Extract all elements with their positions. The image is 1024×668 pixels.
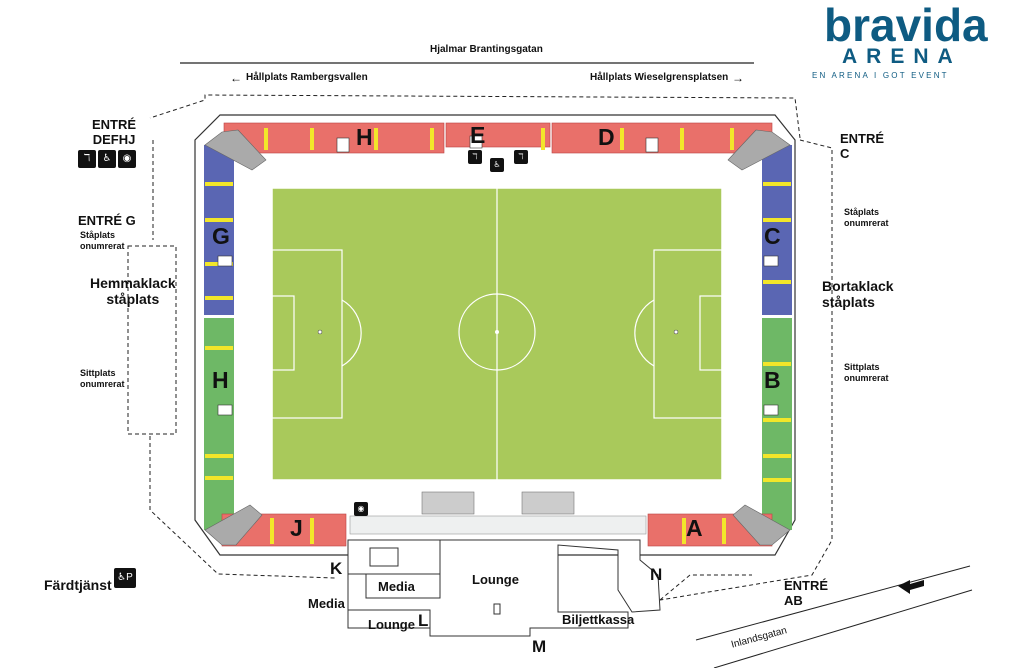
bus-stop-right: Hållplats Wieselgrensplatsen	[590, 72, 729, 83]
entrance-defhj: ENTRÉ DEFHJ	[92, 117, 136, 147]
hemmaklack-line2: ståplats	[106, 291, 160, 307]
stand-left	[204, 145, 234, 530]
road-inlandsgatan	[695, 565, 973, 668]
staplats-right-line2: onumrerat	[844, 218, 889, 228]
media-outer-label: Media	[308, 596, 345, 611]
biljettkassa-label: Biljettkassa	[562, 612, 635, 627]
pitch	[271, 187, 723, 481]
entrance-ab-line1: ENTRÉ	[784, 578, 829, 593]
staplats-right-label: Ståplats onumrerat	[844, 207, 889, 229]
staplats-left-line2: onumrerat	[80, 241, 125, 251]
bortaklack-label: Bortaklack ståplats	[822, 278, 894, 310]
logo-brand: bravida	[824, 0, 988, 51]
hemmaklack-line1: Hemmaklack	[90, 275, 176, 291]
road-arrow	[898, 580, 924, 594]
lounge-small-label: Lounge	[368, 617, 415, 632]
hemmaklack-label: Hemmaklack ståplats	[90, 275, 176, 307]
lounge-main-label: Lounge	[472, 572, 519, 587]
arrow-right-icon: →	[732, 71, 744, 85]
hearing-loop-icon: ℸ	[78, 150, 96, 168]
logo-tagline: EN ARENA I GOT EVENT	[812, 71, 949, 80]
section-b: B	[764, 367, 781, 393]
gate-m: M	[532, 637, 547, 656]
gate-l: L	[418, 611, 429, 630]
dashed-paths	[127, 94, 833, 601]
wheelchair-icon: ♿	[490, 158, 504, 172]
section-g: G	[212, 223, 230, 249]
bortaklack-line2: ståplats	[822, 294, 875, 310]
gate-n: N	[650, 565, 663, 584]
fardtjanst-label: Färdtjänst	[44, 577, 112, 593]
entrance-c-line2: C	[840, 146, 850, 161]
sittplats-right-line2: onumrerat	[844, 373, 889, 383]
hearing-loop-icon: ℸ	[514, 150, 528, 164]
section-e: E	[470, 122, 486, 148]
entrance-ab-line2: AB	[784, 593, 803, 608]
hearing-loop-icon: ℸ	[468, 150, 482, 164]
media-inner-label: Media	[378, 579, 415, 594]
staplats-left-label: Ståplats onumrerat	[80, 230, 125, 252]
bus-stop-left: Hållplats Rambergsvallen	[246, 72, 368, 83]
buildings	[347, 539, 661, 637]
street-top-label: Hjalmar Brantingsgatan	[430, 44, 543, 55]
sittplats-right-label: Sittplats onumrerat	[844, 362, 889, 384]
section-a: A	[686, 515, 703, 541]
entrance-c: ENTRÉ C	[840, 131, 884, 161]
audio-description-icon: ◉	[118, 150, 136, 168]
entrance-ab: ENTRÉ AB	[784, 578, 828, 608]
staplats-left-line1: Ståplats	[80, 230, 116, 240]
entrance-c-line1: ENTRÉ	[840, 131, 885, 146]
section-j: J	[290, 515, 303, 541]
stand-top	[223, 122, 773, 154]
audio-description-icon: ◉	[354, 502, 368, 516]
entrance-defhj-line2: DEFHJ	[92, 132, 136, 147]
gate-k: K	[330, 559, 343, 578]
section-c: C	[764, 223, 781, 249]
section-h: H	[212, 367, 229, 393]
wheelchair-icon: ♿	[98, 150, 116, 168]
entrance-g: ENTRÉ G	[78, 213, 136, 228]
stand-corners	[204, 129, 791, 546]
logo-arena: ARENA	[842, 45, 962, 68]
bortaklack-line1: Bortaklack	[822, 278, 894, 294]
sittplats-left-line2: onumrerat	[80, 379, 125, 389]
sittplats-right-line1: Sittplats	[844, 362, 880, 372]
staplats-right-line1: Ståplats	[844, 207, 880, 217]
arrow-left-icon: ←	[230, 71, 242, 85]
disabled-parking-icon: ♿P	[114, 568, 136, 588]
section-f: H	[356, 124, 373, 150]
section-d: D	[598, 124, 615, 150]
sittplats-left-label: Sittplats onumrerat	[80, 368, 125, 390]
entrance-defhj-line1: ENTRÉ	[92, 117, 137, 132]
sittplats-left-line1: Sittplats	[80, 368, 116, 378]
stand-right	[762, 145, 792, 530]
